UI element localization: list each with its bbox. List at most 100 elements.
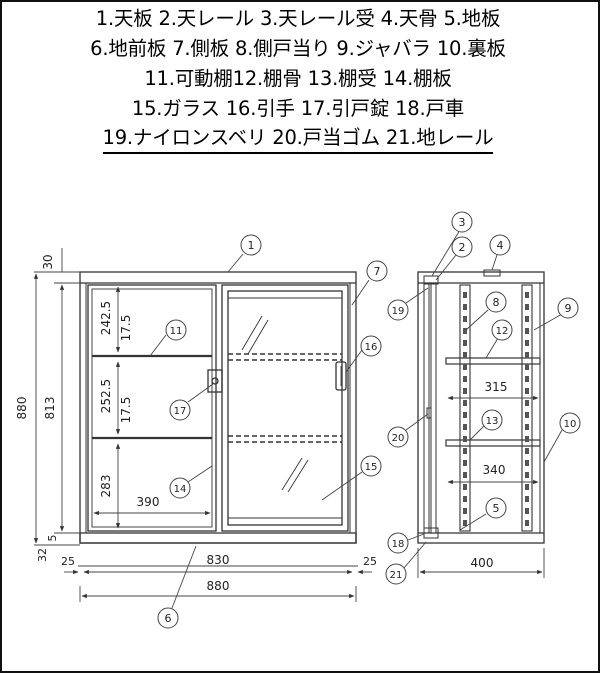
callout-16: 16 bbox=[360, 335, 382, 357]
svg-text:3: 3 bbox=[459, 216, 466, 229]
dim-inner-height: 813 bbox=[43, 397, 57, 420]
callout-12: 12 bbox=[491, 319, 513, 341]
svg-text:8: 8 bbox=[493, 296, 500, 309]
adjuster-front bbox=[459, 284, 471, 532]
adjuster-slot bbox=[525, 508, 529, 514]
callout-5: 5 bbox=[485, 497, 507, 519]
front-base-board bbox=[79, 532, 357, 544]
adjuster-slot bbox=[463, 340, 467, 346]
svg-text:18: 18 bbox=[392, 539, 405, 550]
side-dimensions bbox=[417, 395, 545, 578]
callout-20: 20 bbox=[387, 426, 409, 448]
adjuster-slot bbox=[525, 460, 529, 466]
callout-10: 10 bbox=[559, 412, 581, 434]
dim-side-left: 25 bbox=[61, 555, 75, 568]
adjuster-slot bbox=[525, 436, 529, 442]
svg-text:2: 2 bbox=[459, 241, 466, 254]
legend-line-3: 11.可動棚12.棚骨 13.棚受 14.棚板 bbox=[144, 67, 452, 90]
front-view bbox=[79, 271, 357, 544]
adjuster-slot bbox=[525, 304, 529, 310]
adjuster-slot bbox=[463, 388, 467, 394]
dim-shelf-inner: 340 bbox=[483, 463, 506, 477]
dim-shelf-gap-2: 17.5 bbox=[119, 397, 133, 424]
callout-2: 2 bbox=[451, 236, 473, 258]
dim-inner-width: 830 bbox=[207, 553, 230, 567]
svg-text:9: 9 bbox=[565, 302, 572, 315]
dim-shelf-1: 242.5 bbox=[99, 301, 113, 335]
front-leaders bbox=[149, 253, 370, 609]
top-rail bbox=[423, 275, 439, 285]
svg-text:13: 13 bbox=[486, 416, 499, 427]
adjuster-slot bbox=[463, 328, 467, 334]
adjuster-slot bbox=[525, 472, 529, 478]
svg-text:4: 4 bbox=[497, 239, 504, 252]
svg-text:10: 10 bbox=[564, 419, 577, 430]
dim-top: 30 bbox=[41, 254, 55, 269]
svg-text:15: 15 bbox=[365, 462, 378, 473]
adjuster-slot bbox=[463, 412, 467, 418]
adjuster-slot bbox=[525, 292, 529, 298]
adjuster-slot bbox=[463, 484, 467, 490]
adjuster-slot bbox=[463, 316, 467, 322]
callout-4: 4 bbox=[489, 234, 511, 256]
dim-total-width: 880 bbox=[207, 579, 230, 593]
callout-19: 19 bbox=[387, 299, 409, 321]
left-door bbox=[87, 284, 217, 532]
right-door bbox=[221, 284, 349, 532]
callout-21: 21 bbox=[385, 563, 407, 585]
adjuster-slot bbox=[525, 484, 529, 490]
front-callouts: 1 7 11 14 15 16 17 6 bbox=[157, 234, 388, 629]
svg-text:12: 12 bbox=[496, 326, 509, 337]
legend-line-4: 15.ガラス 16.引手 17.引戸錠 18.戸車 bbox=[131, 97, 465, 120]
top-frame bbox=[483, 269, 501, 277]
svg-text:1: 1 bbox=[248, 239, 255, 252]
svg-text:7: 7 bbox=[374, 265, 381, 278]
adjuster-slot bbox=[525, 424, 529, 430]
adjuster-slot bbox=[463, 448, 467, 454]
adjuster-slot bbox=[463, 376, 467, 382]
svg-text:5: 5 bbox=[493, 502, 500, 515]
callout-15: 15 bbox=[360, 455, 382, 477]
callout-6: 6 bbox=[157, 607, 179, 629]
dim-shelf-3: 283 bbox=[99, 475, 113, 498]
callout-1: 1 bbox=[240, 234, 262, 256]
svg-text:21: 21 bbox=[390, 570, 403, 581]
dim-depth: 400 bbox=[471, 556, 494, 570]
adjuster-slot bbox=[525, 376, 529, 382]
adjuster-slot bbox=[525, 400, 529, 406]
adjuster-slot bbox=[463, 364, 467, 370]
callout-3: 3 bbox=[451, 211, 473, 233]
adjuster-slot bbox=[463, 520, 467, 526]
adjuster-slot bbox=[525, 520, 529, 526]
legend-line-1: 1.天板 2.天レール 3.天レール受 4.天骨 5.地板 bbox=[95, 7, 501, 30]
door-roller bbox=[423, 527, 439, 539]
adjuster-slot bbox=[463, 508, 467, 514]
adjuster-slot bbox=[463, 292, 467, 298]
parts-legend: 1.天板 2.天レール 3.天レール受 4.天骨 5.地板 6.地前板 7.側板… bbox=[0, 4, 596, 154]
glass-panel bbox=[227, 290, 343, 526]
adjuster-slot bbox=[463, 352, 467, 358]
legend-line-5: 19.ナイロンスベリ 20.戸当ゴム 21.地レール bbox=[102, 124, 494, 154]
callout-17: 17 bbox=[169, 399, 191, 421]
callout-18: 18 bbox=[387, 532, 409, 554]
adjuster-slot bbox=[463, 400, 467, 406]
adjuster-slot bbox=[463, 460, 467, 466]
dim-shelf-2: 252.5 bbox=[99, 379, 113, 413]
adjuster-back bbox=[521, 284, 533, 532]
adjuster-slot bbox=[463, 436, 467, 442]
adjuster-slot bbox=[525, 328, 529, 334]
dim-side-right: 25 bbox=[363, 555, 377, 568]
svg-text:11: 11 bbox=[170, 326, 183, 337]
adjuster-slot bbox=[525, 388, 529, 394]
door-lock bbox=[207, 369, 223, 393]
svg-text:20: 20 bbox=[392, 433, 405, 444]
svg-text:16: 16 bbox=[365, 342, 378, 353]
dim-shelf-gap-1: 17.5 bbox=[119, 315, 133, 342]
svg-text:14: 14 bbox=[174, 484, 187, 495]
side-leaders bbox=[403, 229, 563, 569]
side-shelf-1 bbox=[445, 357, 541, 365]
dim-shelf-width: 390 bbox=[137, 495, 160, 509]
svg-text:17: 17 bbox=[174, 406, 187, 417]
callout-13: 13 bbox=[481, 409, 503, 431]
side-shelf-2 bbox=[445, 439, 541, 447]
